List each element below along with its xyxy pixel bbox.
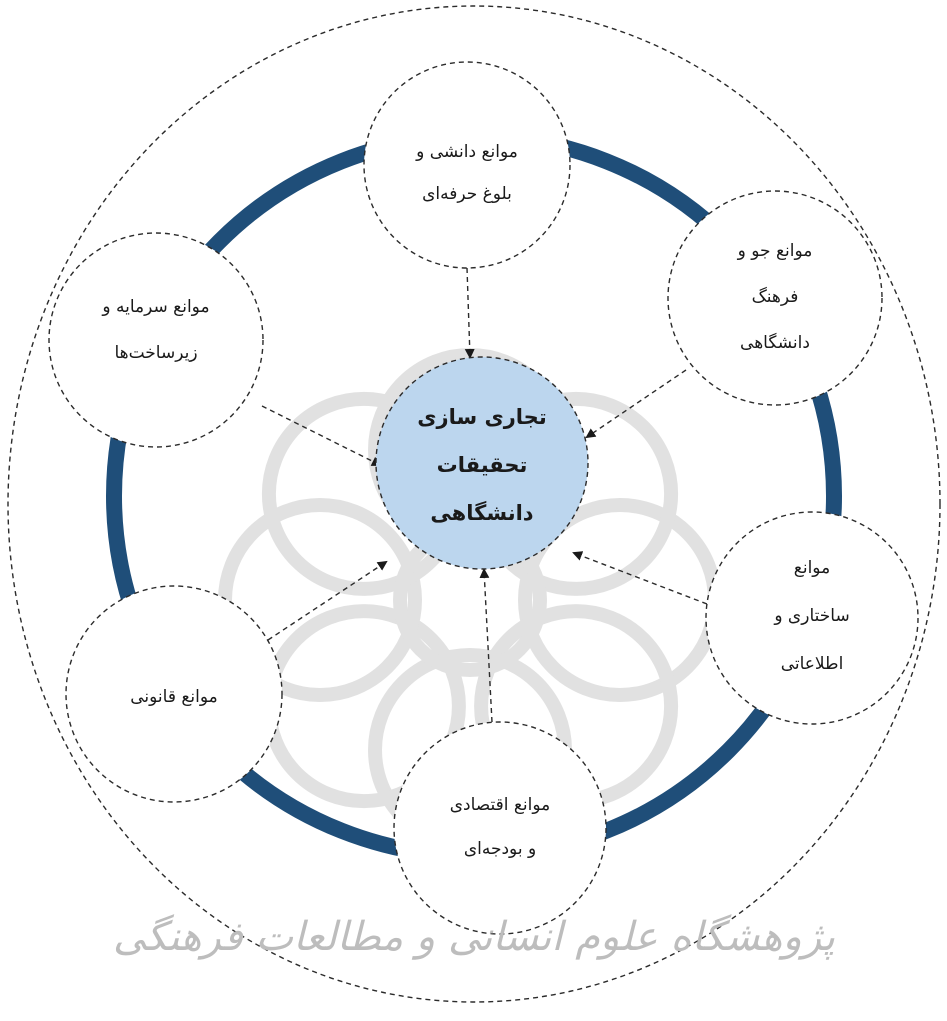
center-line-1: تجاری سازی (417, 405, 546, 429)
nodes-group: موانع دانشی و بلوغ حرفه‌ای موانع جو و فرهنگ… (48, 61, 919, 935)
node-label-culture-3: دانشگاهی (740, 332, 810, 353)
node-circle-culture (667, 190, 883, 406)
node-label-legal-1: موانع قانونی (130, 687, 218, 707)
arrow-knowledge (464, 267, 475, 359)
arrow-economic (479, 568, 493, 723)
center-node: تجاری سازی تحقیقات دانشگاهی (375, 356, 589, 570)
node-label-culture-1: موانع جو و (737, 241, 813, 261)
node-label-structural-1: موانع (794, 558, 830, 578)
node-knowledge: موانع دانشی و بلوغ حرفه‌ای (363, 61, 571, 269)
center-circle (375, 356, 589, 570)
arrows-group (261, 267, 708, 723)
node-circle-structural (705, 511, 919, 725)
node-circle-legal (65, 585, 283, 803)
center-line-2: تحقیقات (437, 453, 528, 477)
node-label-structural-3: اطلاعاتی (781, 654, 844, 674)
node-economic: موانع اقتصادی و بودجه‌ای (393, 721, 607, 935)
outer-dashed-ellipse (7, 5, 941, 1003)
node-culture: موانع جو و فرهنگ دانشگاهی (667, 190, 883, 406)
node-label-capital-1: موانع سرمایه و (101, 297, 209, 317)
node-circle-economic (393, 721, 607, 935)
arrow-capital (261, 405, 382, 466)
arrow-culture (585, 369, 687, 439)
center-line-3: دانشگاهی (430, 500, 533, 525)
node-label-structural-2: ساختاری و (773, 606, 849, 626)
node-circle-knowledge (363, 61, 571, 269)
node-label-economic-1: موانع اقتصادی (450, 795, 551, 815)
node-structural: موانع ساختاری و اطلاعاتی (705, 511, 919, 725)
watermark-text: پژوهشگاه علوم انسانی و مطالعات فرهنگی (113, 914, 835, 960)
node-label-culture-2: فرهنگ (752, 286, 799, 307)
arrow-structural (572, 551, 708, 605)
node-label-knowledge-2: بلوغ حرفه‌ای (422, 184, 512, 204)
node-circle-capital (48, 232, 264, 448)
arrow-legal (267, 560, 388, 641)
node-capital: موانع سرمایه و زیرساخت‌ها (48, 232, 264, 448)
node-legal: موانع قانونی (65, 585, 283, 803)
node-label-knowledge-1: موانع دانشی و (415, 142, 518, 162)
node-label-capital-2: زیرساخت‌ها (114, 343, 197, 363)
node-label-economic-2: و بودجه‌ای (464, 839, 536, 859)
